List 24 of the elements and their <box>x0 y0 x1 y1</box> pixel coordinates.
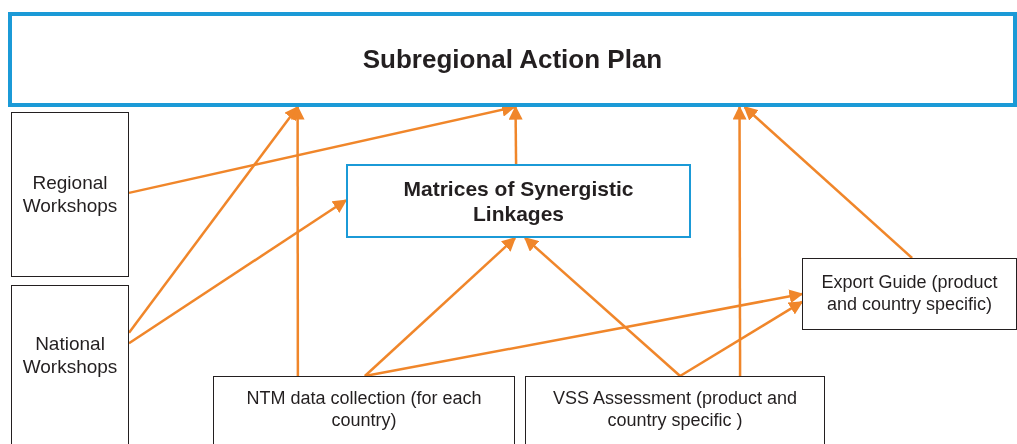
arrow <box>290 105 305 376</box>
arrow <box>364 289 804 378</box>
arrow <box>508 105 523 164</box>
arrow <box>679 300 804 378</box>
process-box <box>11 112 129 277</box>
plan-box <box>8 12 1017 107</box>
process-box <box>213 376 515 444</box>
arrow <box>128 105 299 334</box>
arrow <box>732 105 747 376</box>
process-box <box>346 164 691 238</box>
process-box <box>525 376 825 444</box>
process-box <box>802 258 1017 330</box>
node-label: Regional Workshops <box>21 171 119 218</box>
arrow <box>743 106 913 259</box>
arrow <box>524 237 681 377</box>
node-label: Matrices of Synergistic Linkages <box>402 175 635 227</box>
node-label: NTM data collection (for each country) <box>245 388 483 432</box>
arrow <box>364 237 517 377</box>
arrow <box>128 199 348 345</box>
node-label: National Workshops <box>21 332 119 379</box>
node-label: VSS Assessment (product and country specific ) <box>551 388 799 432</box>
node-label: Subregional Action Plan <box>362 43 663 76</box>
process-box <box>11 285 129 444</box>
node-label: Export Guide (product and country specific) <box>820 272 999 316</box>
